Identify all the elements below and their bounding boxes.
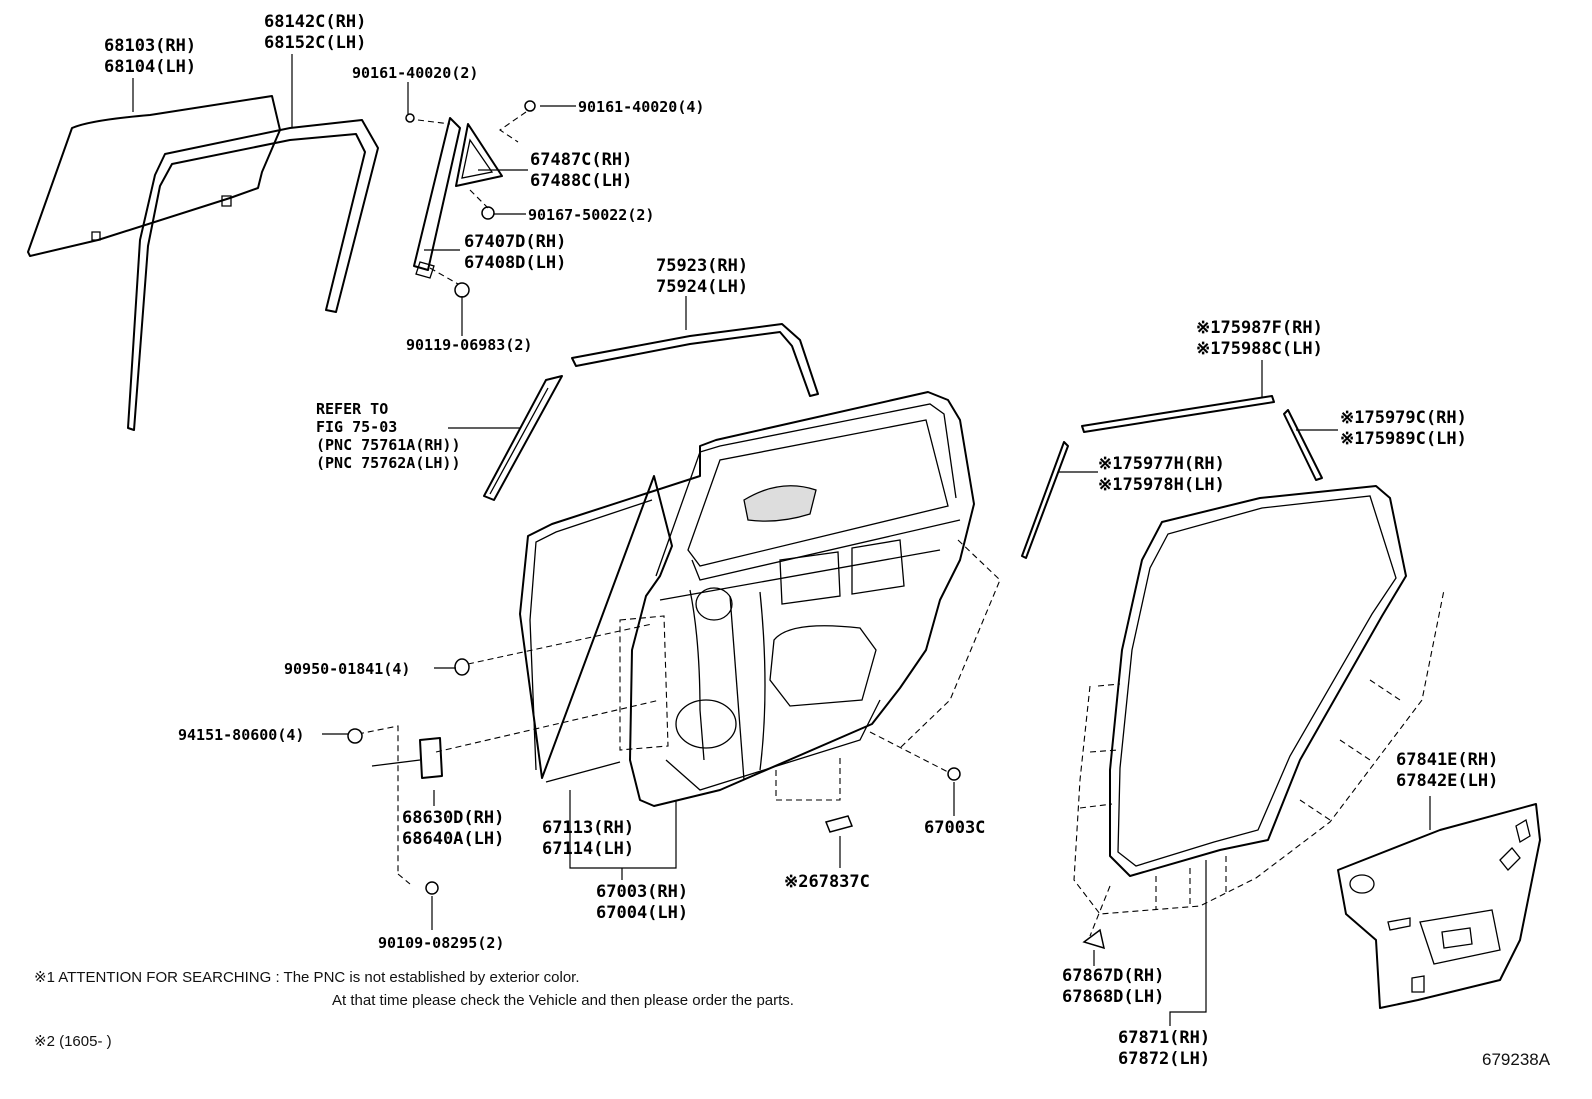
label-bolt-division: 90119-06983(2) (406, 336, 533, 354)
division-bar (405, 113, 461, 279)
label-screw-top-2: 90161-40020(4) (578, 98, 705, 116)
label-screw-mid: 90167-50022(2) (528, 206, 655, 224)
service-hole-cover (1337, 803, 1541, 1009)
dashed-callouts (357, 539, 1001, 885)
label-frame-moulding: 75923(RH)75924(LH) (656, 256, 749, 297)
label-outer-panel: 67113(RH)67114(LH) (542, 818, 635, 859)
note-attention: ※1 ATTENTION FOR SEARCHING : The PNC is … (34, 969, 580, 986)
outer-panel (545, 761, 621, 783)
door-shell (519, 391, 975, 807)
label-upper-moulding: ※175987F(RH)※175988C(LH) (1196, 318, 1323, 359)
leader-lines (132, 54, 1431, 1026)
door-glass (27, 95, 281, 257)
note-attention-2: At that time please check the Vehicle an… (332, 992, 794, 1009)
quarter-glass (455, 123, 503, 187)
small-parts (347, 658, 961, 895)
label-nut: 94151-80600(4) (178, 726, 305, 744)
frame-moulding (571, 323, 819, 397)
label-weatherstrip: 67871(RH)67872(LH) (1118, 1028, 1211, 1069)
label-front-moulding: ※175977H(RH)※175978H(LH) (1098, 454, 1225, 495)
label-division-bar: 67407D(RH)67408D(LH) (464, 232, 567, 273)
label-screw-top: 90161-40020(2) (352, 64, 479, 82)
weatherstrip (1073, 485, 1445, 937)
rear-moulding (1283, 409, 1323, 481)
label-door-glass: 68103(RH)68104(LH) (104, 36, 197, 77)
glass-run-channel (127, 119, 379, 431)
label-cover: ※267837C (784, 872, 870, 892)
label-plug: 90950-01841(4) (284, 660, 411, 678)
label-quarter-glass: 67487C(RH)67488C(LH) (530, 150, 633, 191)
pillar-moulding (483, 375, 563, 501)
label-grommet: 67003C (924, 818, 986, 838)
screws (417, 100, 536, 298)
label-run-channel: 68142C(RH)68152C(LH) (264, 12, 367, 53)
front-moulding (1021, 441, 1069, 559)
note-date-range: ※2 (1605- ) (34, 1033, 112, 1050)
label-rear-moulding: ※175979C(RH)※175989C(LH) (1340, 408, 1467, 449)
label-door-panel: 67003(RH)67004(LH) (596, 882, 689, 923)
label-bolt-check: 90109-08295(2) (378, 934, 505, 952)
upper-moulding (1081, 395, 1275, 433)
label-door-check: 68630D(RH)68640A(LH) (402, 808, 505, 849)
clip (1082, 928, 1106, 950)
label-clip: 67867D(RH)67868D(LH) (1062, 966, 1165, 1007)
label-service-hole-cover: 67841E(RH)67842E(LH) (1396, 750, 1499, 791)
figure-reference: 679238A (1482, 1050, 1551, 1069)
